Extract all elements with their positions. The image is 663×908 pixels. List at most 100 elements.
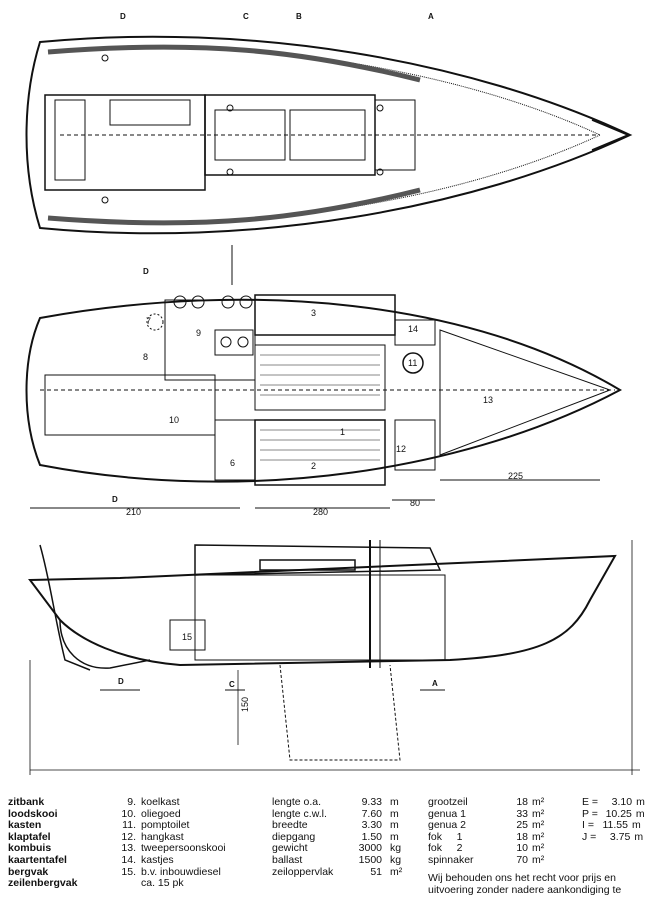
section-marker-c: C [243,12,249,21]
legend-item: 15. b.v. inbouwdiesel [114,865,226,879]
spec-unit: m² [390,865,403,878]
interior-number: 3 [311,308,316,318]
dimension-210: 210 [126,507,141,517]
section-marker-d-mid: D [143,267,149,276]
rig-unit: m [636,796,645,808]
dimension-225: 225 [508,471,523,481]
spec-label: breedte [272,819,308,832]
legend-item: klaptafel [8,830,51,843]
legend-label: oliegoed [141,807,181,820]
interior-number: 12 [396,444,406,454]
spec-value: 1.50 [361,830,382,843]
interior-number: 13 [483,395,493,405]
interior-number: 9 [196,328,201,338]
spec-value: 3.30 [361,819,382,832]
interior-number: 1 [340,427,345,437]
sail-value: 70 [516,853,528,866]
spec-value: 51 [370,865,382,878]
legend-label: kastjes [141,853,174,866]
numbered-legend: 9.koelkast 10.oliegoed 11.pomptoilet 12.… [114,796,226,890]
deck-plan-view [25,35,633,285]
rig-label: J = [582,830,597,843]
sail-label: genua 2 [428,819,466,832]
legend-number: 12. [121,830,136,843]
spec-unit: m [390,807,399,820]
sail-label: spinnaker [428,853,474,866]
rig-unit: m [631,819,641,832]
spec-label: gewicht [272,842,308,855]
side-profile-view [28,540,640,775]
interior-number: 11 [408,358,417,368]
sail-unit: m² [532,830,545,843]
spec-unit: m [390,819,399,832]
spec-unit: kg [390,842,402,855]
sail-label: fok 2 [428,842,463,855]
sail-value: 33 [516,807,528,820]
legend-number: 15. [121,865,136,878]
spec-value: 3000 [358,842,382,855]
note-line: uitvoering zonder nadere aankondiging te [428,884,622,896]
spec-unit: kg [390,853,402,866]
section-marker-b: B [296,12,302,21]
legend-label: hangkast [141,830,184,843]
rig-value: 3.75 [609,830,631,843]
legend-item: 10.oliegoed [114,807,226,821]
rig-label: I = [582,819,594,832]
note-line: Wij behouden ons het recht voor prijs en [428,872,616,884]
section-marker-a: A [428,12,434,21]
spec-value: 9.33 [361,796,382,808]
legend-item: bergvak [8,865,49,878]
engine-number: 15 [182,632,192,642]
rig-label: P = [582,807,598,820]
section-marker-a-side: A [432,679,438,688]
interior-number: 2 [311,461,316,471]
interior-plan-view [25,294,623,509]
interior-number: 6 [230,458,235,468]
rig-value: 3.10 [611,796,633,808]
legend-label: pomptoilet [141,819,190,832]
spec-row: breedte 3.30 m [272,819,402,832]
spec-label: ballast [272,853,303,866]
sail-label: fok 1 [428,830,463,843]
sail-value: 18 [516,796,528,808]
spec-label: zeiloppervlak [272,865,334,878]
sail-value: 25 [516,819,528,832]
legend-label: koelkast [141,796,180,808]
legend-number: 11. [122,819,136,832]
legend-label: ca. 15 pk [141,877,184,890]
interior-number: 8 [143,352,148,362]
spec-unit: m [390,796,399,808]
legend-label: b.v. inbouwdiesel [141,865,221,878]
legend-item: kaartentafel [8,853,67,866]
interior-number: 14 [408,324,418,334]
legend-item: 12. hangkast [114,830,226,844]
legend-label: tweepersoonskooi [141,842,226,855]
spec-row: gewicht 3000 kg [272,843,402,855]
spec-row: ballast 1500 kg [272,853,402,867]
interior-number: 7 [146,316,151,326]
legend-number: 13. [121,842,136,855]
room-legend: zitbank loodskooi kasten klaptafel kombu… [8,796,78,890]
spec-value: 1500 [358,853,382,866]
rig-value: 10.25 [605,807,632,820]
spec-label: lengte c.w.l. [272,807,327,820]
legend-item: kombuis [8,842,52,855]
spec-unit: m [390,830,399,843]
dimension-150: 150 [240,697,250,712]
legend-item: zeilenbergvak [8,877,78,890]
sail-label: genua 1 [428,807,466,820]
